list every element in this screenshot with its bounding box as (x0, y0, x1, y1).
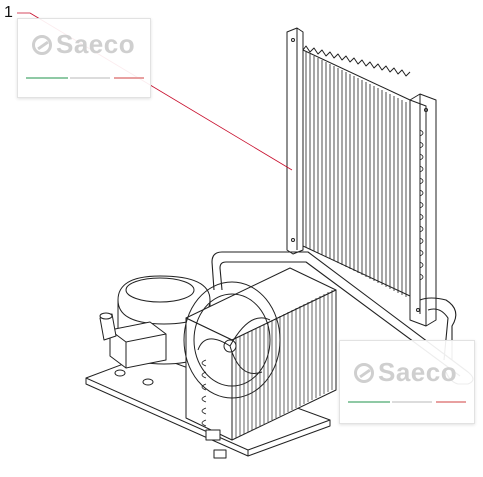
watermark-red-bar (436, 401, 466, 403)
watermark-brand: Saeco (32, 29, 135, 60)
saeco-logo-icon (32, 34, 52, 55)
callout-number: 1 (4, 4, 13, 21)
watermark-top-left: Saeco (17, 18, 151, 98)
watermark-brand: Saeco (354, 357, 457, 388)
watermark-bottom-right: Saeco (339, 340, 475, 424)
watermark-red-bar (114, 77, 144, 79)
callout-leader-line (17, 12, 293, 171)
upright-condenser (286, 27, 437, 327)
watermark-gray-bar (392, 401, 432, 403)
lower-condenser (183, 267, 337, 459)
saeco-logo-icon (354, 362, 374, 383)
watermark-green-bar (348, 401, 390, 403)
watermark-green-bar (26, 77, 68, 79)
watermark-gray-bar (70, 77, 110, 79)
